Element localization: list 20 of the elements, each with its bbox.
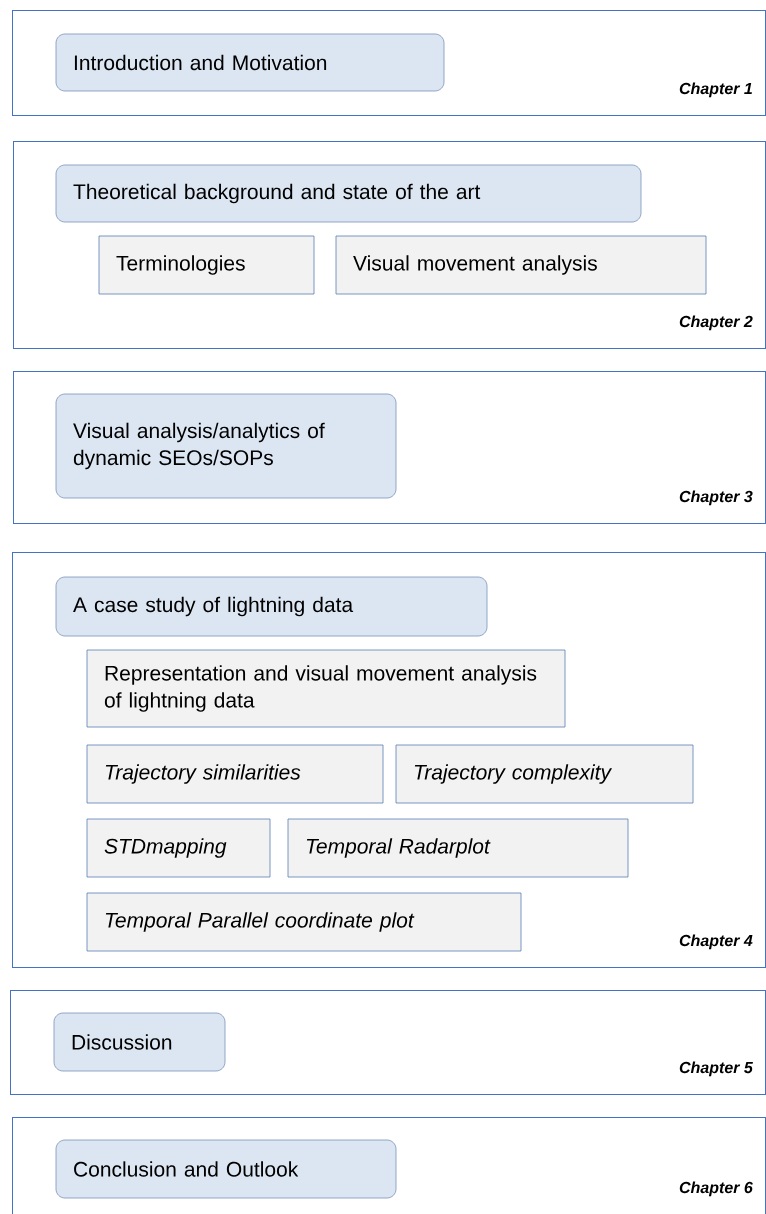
title-box: A case study of lightning data: [55, 576, 488, 637]
chapter-label: Chapter 5: [679, 1061, 753, 1077]
title-box: Visual analysis/analytics of dynamic SEOs/SOPs: [55, 393, 397, 499]
title-box: Discussion: [53, 1012, 226, 1072]
chapter-label: Chapter 6: [679, 1181, 753, 1197]
chapter-label: Chapter 2: [679, 315, 753, 331]
chapter-label: Chapter 1: [679, 82, 752, 98]
topic-box: Terminologies: [98, 235, 315, 295]
title-box: Conclusion and Outlook: [55, 1139, 397, 1199]
title-box: Introduction and Motivation: [55, 33, 445, 92]
topic-box: Trajectory complexity: [395, 744, 694, 804]
topic-box: Visual movement analysis: [335, 235, 707, 295]
topic-box: Representation and visual movement analysis of lightning data: [86, 649, 566, 728]
topic-box: Temporal Parallel coordinate plot: [86, 892, 522, 952]
topic-box: STDmapping: [86, 818, 271, 878]
title-box: Theoretical background and state of the art: [55, 164, 642, 223]
topic-box: Temporal Radarplot: [287, 818, 629, 878]
chapter-label: Chapter 4: [679, 934, 753, 950]
topic-box: Trajectory similarities: [86, 744, 384, 804]
chapter-label: Chapter 3: [679, 490, 753, 506]
